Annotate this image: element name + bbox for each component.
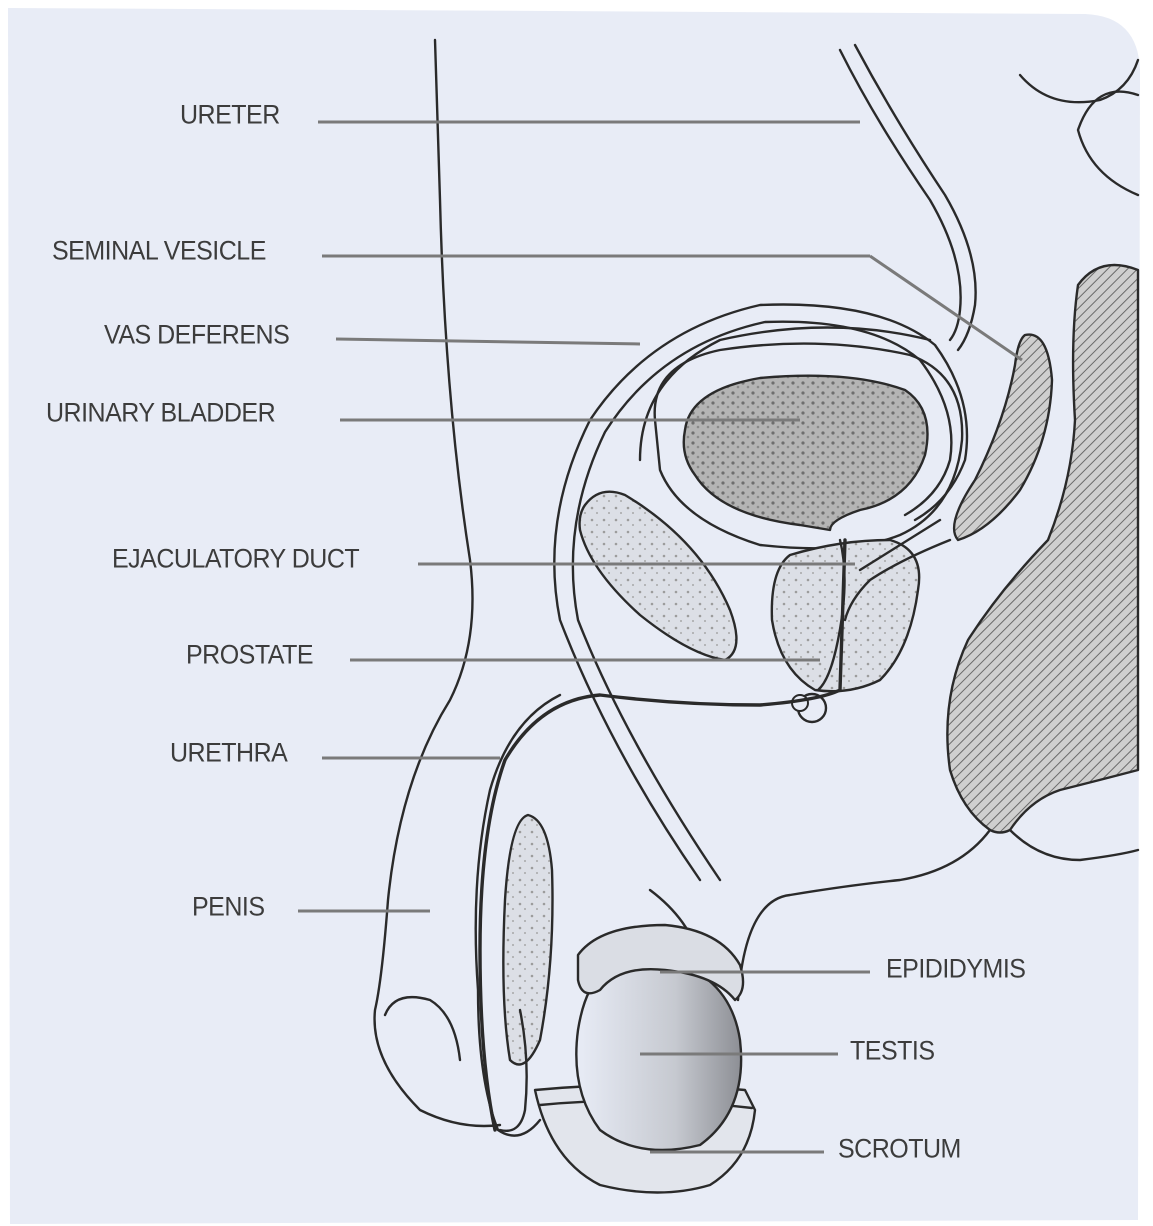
label-urethra: URETHRA	[170, 740, 287, 767]
label-prostate: PROSTATE	[186, 642, 313, 669]
label-urinary-bladder: URINARY BLADDER	[46, 400, 275, 427]
background-panel	[8, 8, 1140, 1224]
label-ureter: URETER	[180, 102, 280, 129]
label-scrotum: SCROTUM	[838, 1136, 961, 1163]
label-testis: TESTIS	[850, 1038, 935, 1065]
label-ejaculatory-duct: EJACULATORY DUCT	[112, 546, 359, 573]
label-penis: PENIS	[192, 894, 265, 921]
label-epididymis: EPIDIDYMIS	[886, 956, 1025, 983]
bulbourethral-gland-2	[792, 695, 808, 711]
label-vas-deferens: VAS DEFERENS	[104, 322, 289, 349]
label-seminal-vesicle: SEMINAL VESICLE	[52, 238, 266, 265]
